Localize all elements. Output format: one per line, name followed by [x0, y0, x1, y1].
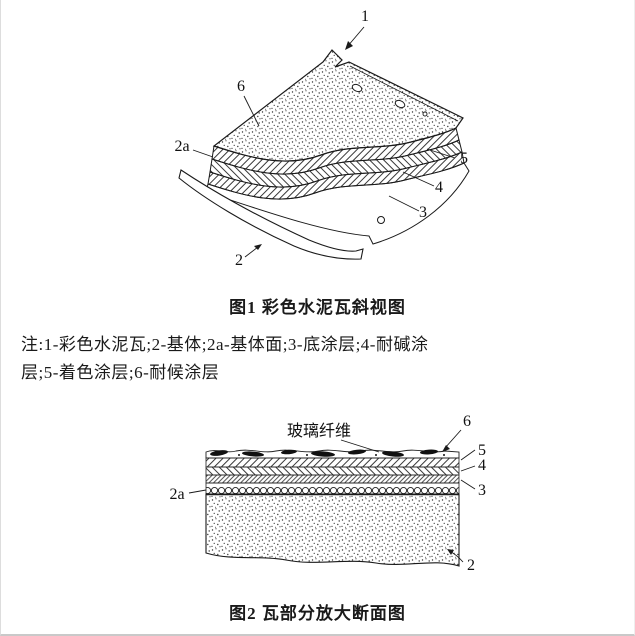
- underside-hole: [377, 216, 385, 224]
- fig1-labels: 1 6 2a 5 4 3 2: [174, 8, 468, 269]
- fig2-label-6: 6: [463, 413, 471, 430]
- fig2-label-2a: 2a: [169, 486, 184, 503]
- fig1-label-5: 5: [460, 150, 468, 167]
- fig1-label-2a: 2a: [174, 138, 189, 155]
- coloring-layer: [205, 457, 460, 468]
- arrowhead-2: [254, 244, 262, 250]
- glass-fiber-lumps: [210, 449, 445, 457]
- nail-holes: [351, 83, 428, 117]
- layer-band-bottom: [207, 151, 465, 200]
- base-body-section: [205, 493, 460, 567]
- primer-layer: [205, 474, 460, 484]
- arrowhead-1: [345, 41, 353, 50]
- note-line1: 注:1-彩色水泥瓦;2-基体;2a-基体面;3-底涂层;4-耐碱涂: [21, 335, 429, 354]
- top-edge-ridge-line: [349, 65, 459, 122]
- figure2-drawing: 玻璃纤维 6 5 4 3 2a 2: [169, 413, 486, 574]
- fig2-glass-fiber-label: 玻璃纤维: [287, 422, 351, 440]
- base-sheet: [178, 169, 364, 260]
- tile-top-surface: [212, 49, 464, 162]
- arrowhead-2b: [447, 549, 454, 555]
- fig1-label-3: 3: [419, 204, 427, 221]
- weathering-layer: [205, 449, 460, 459]
- fig2-label-5: 5: [478, 442, 486, 459]
- fig2-leader-lines: [188, 429, 476, 563]
- arrowhead-6: [442, 445, 450, 452]
- figure-note: 注:1-彩色水泥瓦;2-基体;2a-基体面;3-底涂层;4-耐碱涂 层;5-着色…: [21, 331, 620, 386]
- figure1-caption: 图1 彩色水泥瓦斜视图: [229, 298, 406, 317]
- fig1-label-4: 4: [435, 179, 443, 196]
- fig1-label-1: 1: [361, 8, 369, 25]
- alkali-resistant-layer: [205, 466, 460, 476]
- fig2-label-3: 3: [478, 482, 486, 499]
- fig2-label-2: 2: [467, 557, 475, 574]
- figure1-drawing: 1 6 2a 5 4 3 2: [174, 8, 470, 269]
- fig1-label-2: 2: [235, 252, 243, 269]
- fig2-label-4: 4: [478, 457, 486, 474]
- fig1-leader-lines: [192, 26, 456, 258]
- figure2-caption: 图2 瓦部分放大断面图: [229, 604, 406, 623]
- base-surface-row: [205, 482, 460, 495]
- note-line2: 层;5-着色涂层;6-耐候涂层: [21, 362, 220, 382]
- fig2-labels: 玻璃纤维 6 5 4 3 2a 2: [169, 413, 486, 574]
- fig1-label-6: 6: [237, 78, 245, 95]
